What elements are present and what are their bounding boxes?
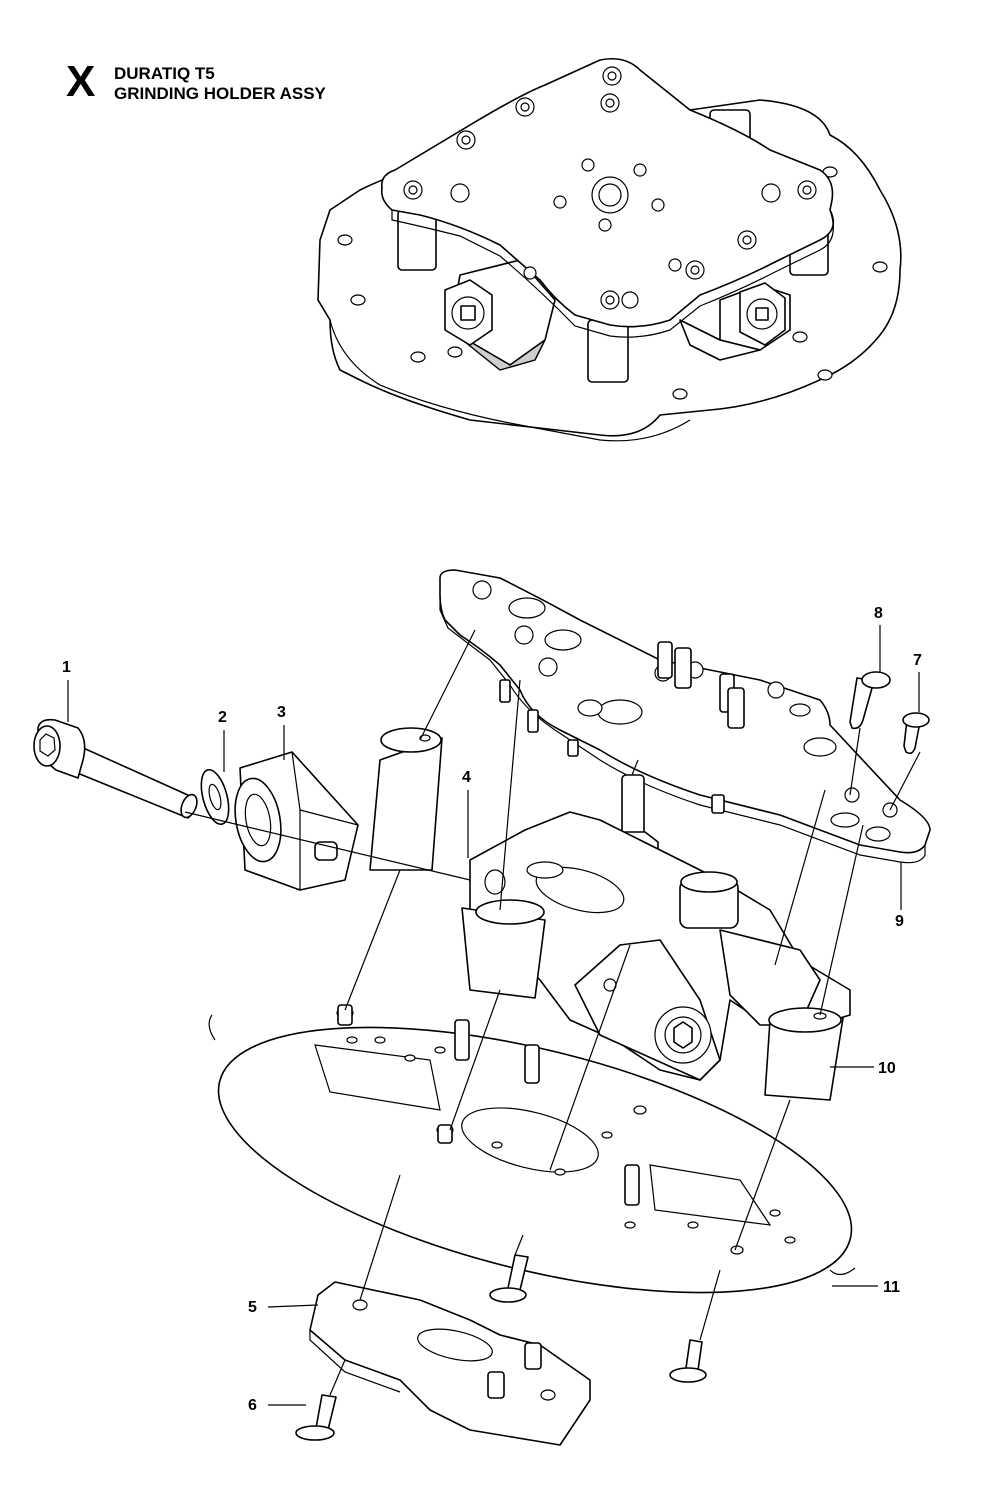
spacer-post-left [369,727,443,871]
part-3-bearing-block [234,751,359,891]
callout-5: 5 [248,1299,319,1316]
svg-text:11: 11 [883,1279,900,1296]
svg-text:7: 7 [913,652,922,669]
callout-2: 2 [218,709,227,772]
svg-text:1: 1 [62,659,71,676]
callout-3: 3 [277,704,286,760]
callout-1: 1 [62,659,71,722]
assembly-name: GRINDING HOLDER ASSY [114,84,326,103]
callout-8: 8 [874,605,883,672]
part-4-frame [469,811,851,1081]
assembled-view [317,57,902,442]
part-8-screw [849,671,891,730]
part-11-base-disk [208,1004,856,1294]
callout-7: 7 [913,652,922,712]
svg-text:8: 8 [874,605,883,622]
svg-text:9: 9 [895,913,904,930]
svg-text:2: 2 [218,709,227,726]
svg-text:10: 10 [878,1060,896,1077]
part-6-screw [295,1394,337,1441]
callout-4: 4 [462,769,471,858]
assembly-guide-lines [184,629,921,1396]
part-10-spacer-post [764,1007,844,1101]
part-7-screw [902,712,930,755]
model-name: DURATIQ T5 [114,64,215,83]
part-2-washer [200,768,230,826]
svg-text:4: 4 [462,769,471,786]
spacer-post-middle [461,899,546,999]
disk-screw-middle [489,1254,529,1303]
callout-9: 9 [895,862,904,930]
svg-text:5: 5 [248,1299,257,1316]
callout-6: 6 [248,1397,306,1414]
part-1-bolt [33,718,198,819]
part-5-bottom-plate [309,1281,591,1446]
disk-screw-right [669,1339,707,1383]
exploded-view: 1 2 3 4 5 6 7 8 [33,569,931,1446]
section-letter: X [66,57,96,106]
callout-10: 10 [830,1060,896,1077]
svg-text:6: 6 [248,1397,257,1414]
callout-11: 11 [832,1279,900,1296]
part-9-top-plate [439,569,931,864]
svg-text:3: 3 [277,704,286,721]
